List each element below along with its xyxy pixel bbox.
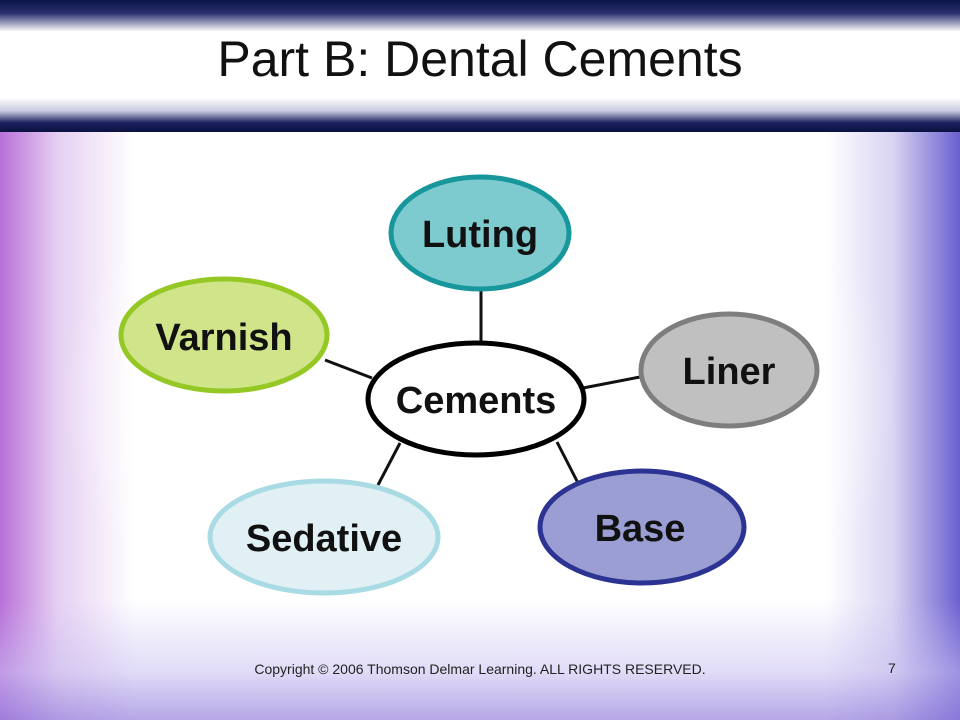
copyright-footer: Copyright © 2006 Thomson Delmar Learning… <box>254 661 706 677</box>
node-varnish-shape <box>118 276 330 394</box>
bottom-glow <box>0 600 960 720</box>
title-banner <box>0 0 960 132</box>
connector-varnish <box>324 358 373 380</box>
node-varnish-label: Varnish <box>155 317 292 359</box>
node-sedative: Sedative <box>207 478 441 596</box>
connector-base <box>555 441 580 484</box>
connector-sedative <box>376 442 402 486</box>
slide-title: Part B: Dental Cements <box>217 31 743 87</box>
node-cements-shape <box>365 340 587 458</box>
node-liner-label: Liner <box>683 351 776 393</box>
node-luting-shape <box>388 174 572 292</box>
node-varnish: Varnish <box>118 276 330 394</box>
node-liner-shape <box>638 311 820 429</box>
connector-liner <box>582 375 641 390</box>
node-base: Base <box>537 468 747 586</box>
node-luting: Luting <box>388 174 572 292</box>
node-cements-label: Cements <box>396 380 557 422</box>
node-sedative-shape <box>207 478 441 596</box>
node-liner: Liner <box>638 311 820 429</box>
node-base-shape <box>537 468 747 586</box>
node-luting-label: Luting <box>422 214 538 256</box>
node-sedative-label: Sedative <box>246 518 402 560</box>
node-cements: Cements <box>365 340 587 458</box>
page-number: 7 <box>888 660 896 676</box>
node-base-label: Base <box>595 508 686 550</box>
